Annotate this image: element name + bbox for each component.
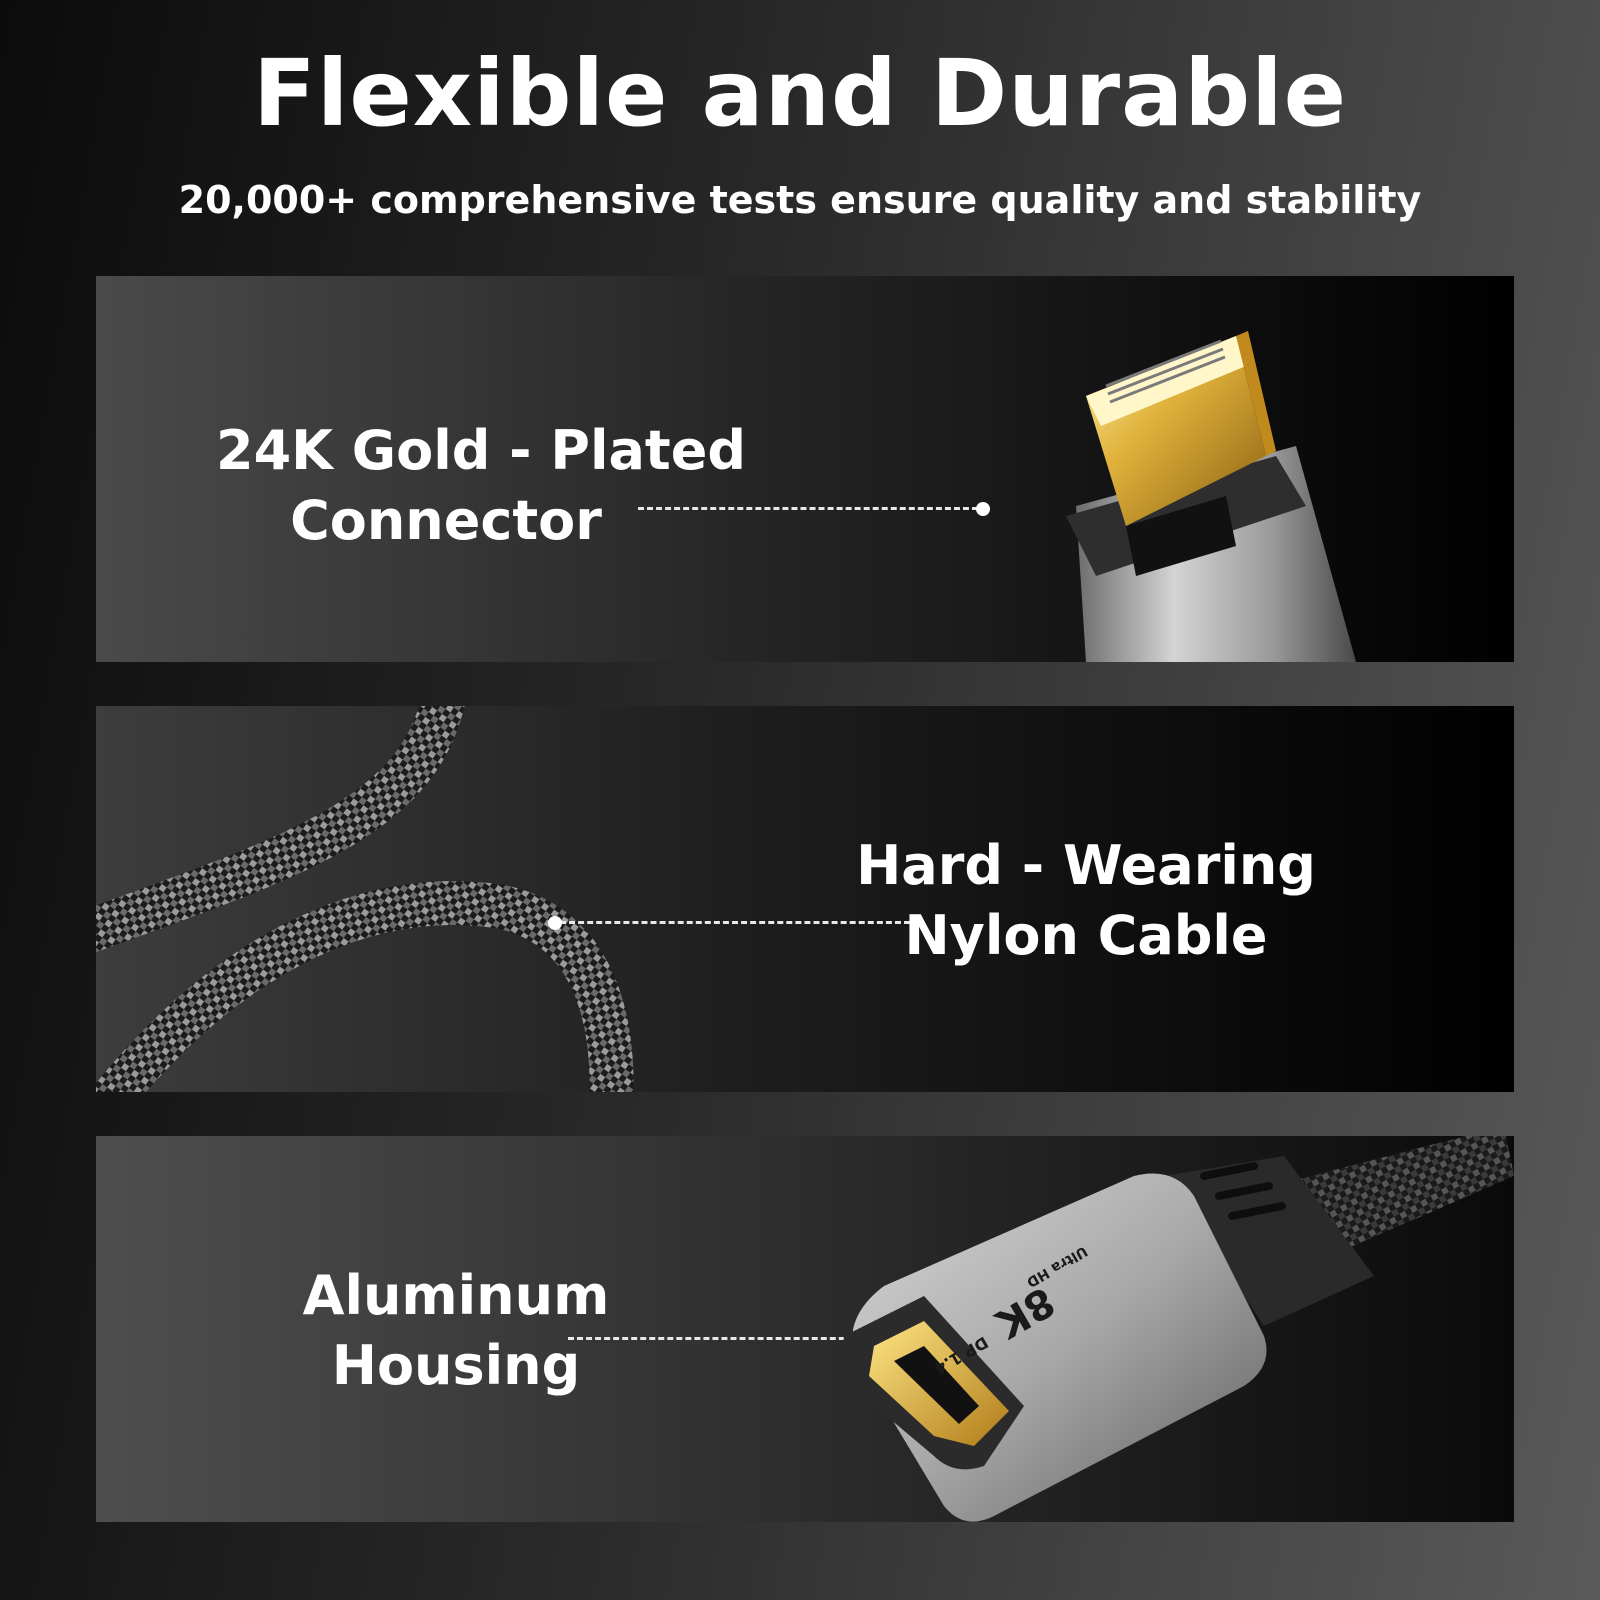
page-title: Flexible and Durable (252, 40, 1348, 147)
callout-line (568, 1337, 908, 1340)
feature-label-cable: Hard - Wearing Nylon Cable (856, 831, 1316, 971)
feature-label-line1: 24K Gold - Plated (216, 419, 747, 482)
mini-displayport-plug-image (1066, 331, 1356, 662)
feature-panel-housing: Aluminum Housing (96, 1136, 1514, 1522)
braided-cable-image (96, 706, 634, 1092)
feature-label-line2: Connector (290, 489, 602, 552)
callout-line (560, 921, 910, 924)
feature-panel-connector: 24K Gold - Plated Connector (96, 276, 1514, 662)
feature-panel-cable: Hard - Wearing Nylon Cable (96, 706, 1514, 1092)
callout-line (638, 507, 978, 510)
callout-dot (548, 916, 562, 930)
feature-label-line1: Aluminum (302, 1264, 610, 1327)
feature-label-housing: Aluminum Housing (226, 1261, 686, 1401)
displayport-female-connector-image: 8K Ultra HD DP 1.4 (839, 1136, 1514, 1522)
callout-dot (976, 502, 990, 516)
feature-label-connector: 24K Gold - Plated Connector (216, 416, 747, 556)
page-subtitle: 20,000+ comprehensive tests ensure quali… (178, 178, 1422, 222)
feature-label-line1: Hard - Wearing (856, 834, 1316, 897)
feature-label-line2: Housing (331, 1334, 581, 1397)
feature-label-line2: Nylon Cable (904, 904, 1268, 967)
